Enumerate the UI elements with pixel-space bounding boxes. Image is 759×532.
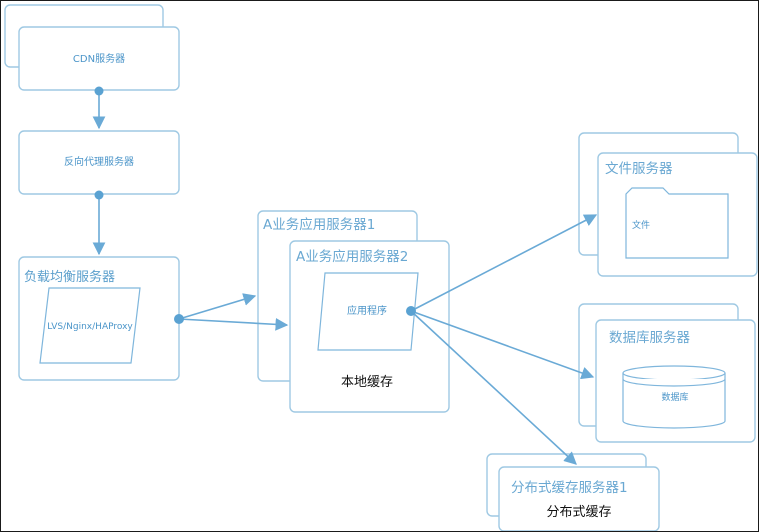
app-server-1-label: A业务应用服务器1 <box>263 216 375 233</box>
distributed-cache-server-label: 分布式缓存服务器1 <box>511 480 628 496</box>
database-label: 数据库 <box>661 391 688 403</box>
connector-proxy-to-balancer <box>92 190 106 256</box>
distributed-cache-node[interactable]: 分布式缓存服务器1 分布式缓存 <box>486 453 660 531</box>
reverse-proxy-label: 反向代理服务器 <box>64 155 134 168</box>
file-server-label: 文件服务器 <box>605 161 673 177</box>
load-balancer-node[interactable]: 负载均衡服务器 LVS/Nginx/HAProxy <box>18 256 180 381</box>
cdn-server-node[interactable]: CDN服务器 <box>4 4 180 91</box>
load-balancer-parallelogram <box>39 287 141 364</box>
cdn-server-label: CDN服务器 <box>73 52 125 65</box>
connector-app-to-backends <box>406 214 598 465</box>
application-program-label: 应用程序 <box>347 304 387 317</box>
database-server-node[interactable]: 数据库服务器 数据库 <box>578 303 756 443</box>
folder-label: 文件 <box>632 219 650 231</box>
distributed-cache-box <box>498 466 660 531</box>
load-balancer-shape-label: LVS/Nginx/HAProxy <box>47 322 133 332</box>
connector-balancer-to-app-servers <box>174 293 289 331</box>
app-server-2-node[interactable]: A业务应用服务器2 应用程序 本地缓存 <box>289 240 450 413</box>
database-server-label: 数据库服务器 <box>609 330 690 346</box>
load-balancer-label: 负载均衡服务器 <box>24 269 115 285</box>
database-cylinder-icon <box>622 365 726 429</box>
local-cache-label: 本地缓存 <box>341 375 393 390</box>
distributed-cache-label: 分布式缓存 <box>546 505 611 520</box>
app-server-2-label: A业务应用服务器2 <box>296 248 408 265</box>
connector-cdn-to-proxy <box>92 86 106 130</box>
application-program-parallelogram <box>317 272 419 351</box>
reverse-proxy-node[interactable]: 反向代理服务器 <box>18 130 180 195</box>
file-server-node[interactable]: 文件服务器 文件 <box>578 132 758 277</box>
folder-icon <box>625 187 729 259</box>
